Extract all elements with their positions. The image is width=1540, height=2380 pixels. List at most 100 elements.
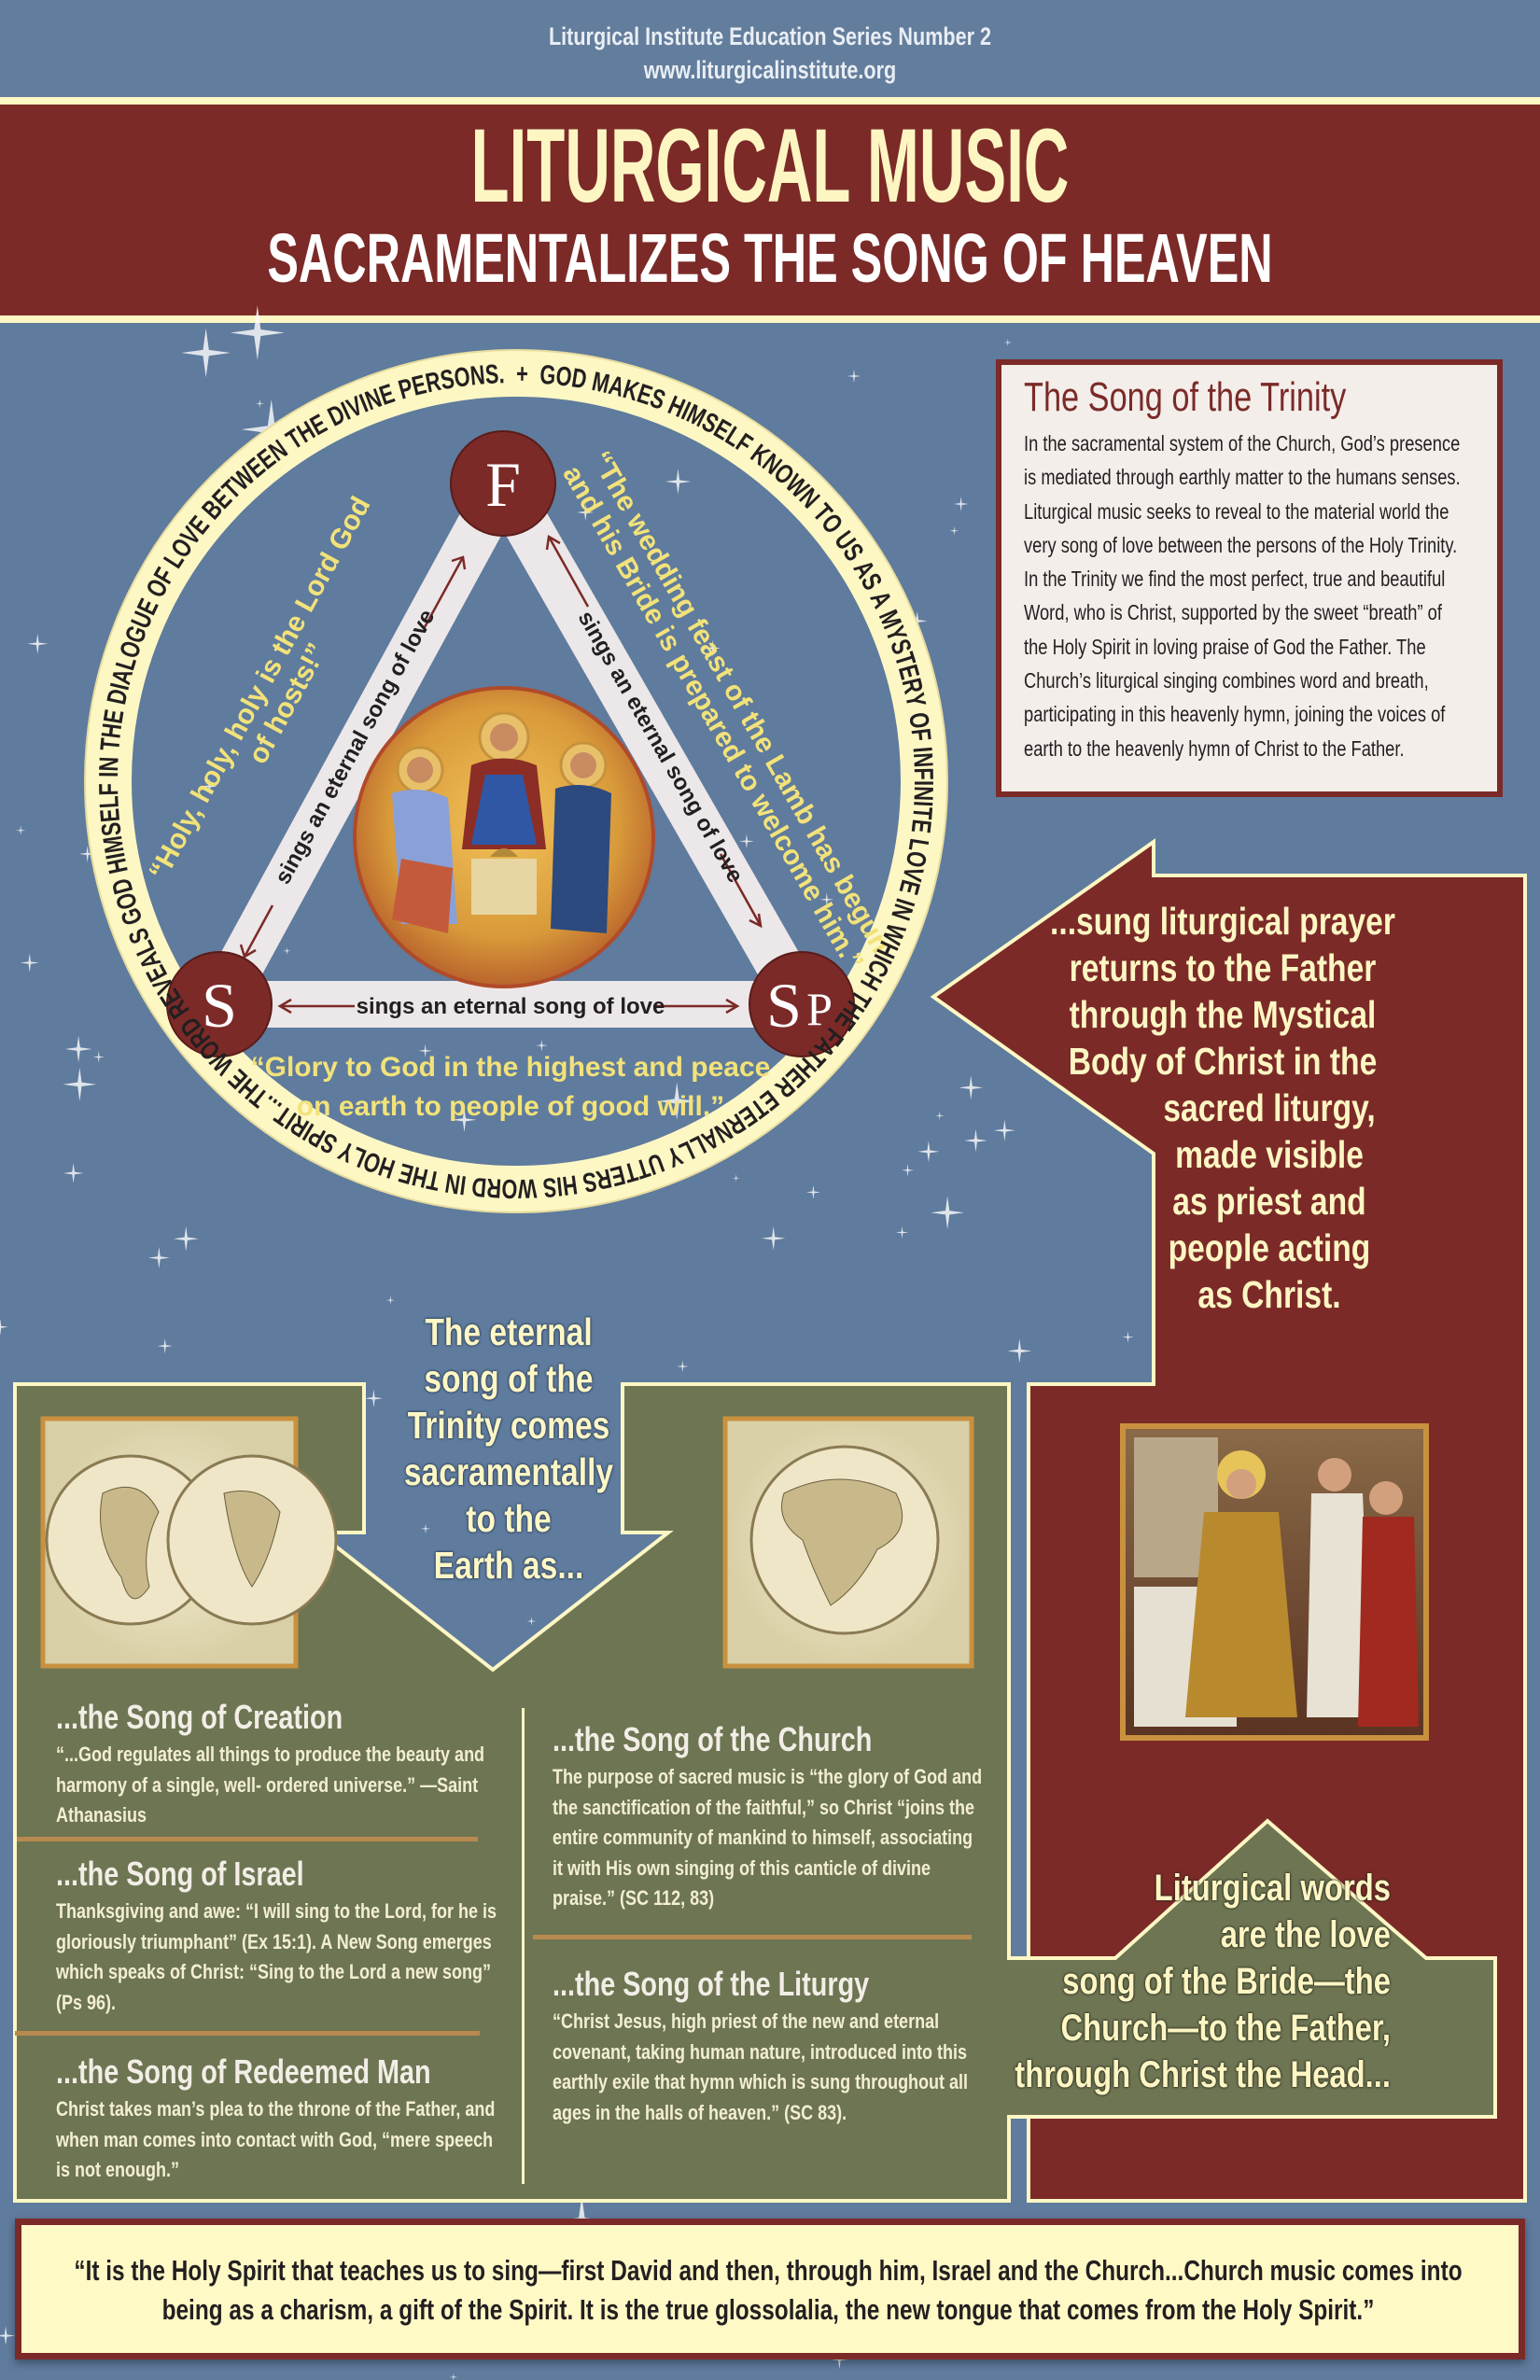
arrow-line: sacramentally bbox=[403, 1450, 614, 1493]
section-divider bbox=[15, 2031, 480, 2036]
ring-glyph: E bbox=[99, 707, 131, 725]
star-icon bbox=[931, 1196, 964, 1230]
star-icon bbox=[364, 1389, 384, 1407]
star-icon bbox=[15, 825, 26, 835]
ring-glyph: N bbox=[94, 756, 124, 772]
ring-glyph: H bbox=[561, 1169, 580, 1200]
ring-glyph: I bbox=[458, 1169, 468, 1199]
ring-glyph: S bbox=[96, 820, 127, 837]
song-title: ...the Song of the Liturgy bbox=[553, 1965, 870, 2003]
song-title: ...the Song of the Church bbox=[553, 1720, 873, 1758]
ring-glyph: I bbox=[908, 780, 938, 786]
ring-glyph: I bbox=[555, 1170, 564, 1200]
song-creation: ...the Song of Creation “...God regulate… bbox=[56, 1697, 504, 1831]
star-icon bbox=[526, 1617, 537, 1626]
ring-glyph: . bbox=[498, 359, 505, 389]
arrow-line: Church—to the Father, bbox=[1060, 2008, 1391, 2049]
star-icon bbox=[157, 1337, 173, 1354]
star-icon bbox=[964, 1128, 987, 1153]
ring-glyph: R bbox=[486, 1172, 502, 1203]
song-body: “Christ Jesus, high priest of the new an… bbox=[553, 2009, 969, 2124]
ring-glyph: E bbox=[95, 807, 126, 823]
ring-glyph: O bbox=[554, 361, 573, 392]
arrow-line: song of the bbox=[424, 1357, 594, 1400]
ring-glyph: O bbox=[501, 1173, 517, 1203]
ring-glyph: R bbox=[896, 676, 928, 697]
star-icon bbox=[452, 1107, 477, 1132]
ring-glyph: S bbox=[542, 1171, 558, 1202]
song-redeemed-man: ...the Song of Redeemed Man Christ takes… bbox=[56, 2051, 504, 2186]
song-title: ...the Song of Redeemed Man bbox=[56, 2052, 431, 2091]
song-body: Christ takes man’s plea to the throne of… bbox=[56, 2097, 496, 2181]
return-prayer-text-a: ...sung liturgical prayer returns to the… bbox=[1046, 898, 1398, 1085]
series-label: Liturgical Institute Education Series Nu… bbox=[548, 22, 992, 50]
star-icon bbox=[732, 1174, 740, 1183]
eternal-song-arrow-text: The eternal song of the Trinity comes sa… bbox=[356, 1309, 662, 1589]
star-icon bbox=[658, 1082, 696, 1121]
star-icon bbox=[1007, 1338, 1032, 1364]
world-map-east bbox=[722, 1416, 974, 1669]
ring-glyph: O bbox=[903, 710, 934, 730]
ring-glyph: F bbox=[905, 727, 936, 743]
quote-glory-line1: “Glory to God in the highest and peace bbox=[251, 1052, 771, 1083]
song-liturgy: ...the Song of the Liturgy “Christ Jesus… bbox=[553, 1964, 986, 2128]
star-icon bbox=[385, 1295, 396, 1306]
ring-glyph bbox=[511, 359, 516, 389]
ring-glyph: F bbox=[94, 783, 124, 796]
arrow-line: through the Mystical bbox=[1069, 993, 1377, 1036]
ring-glyph: H bbox=[410, 1160, 431, 1192]
star-icon bbox=[173, 1225, 199, 1252]
song-title: ...the Song of Israel bbox=[56, 1855, 304, 1893]
song-of-trinity-title: The Song of the Trinity bbox=[1024, 374, 1347, 420]
star-icon bbox=[805, 1184, 821, 1200]
star-icon bbox=[64, 1035, 92, 1063]
ring-glyph: L bbox=[903, 836, 933, 853]
song-of-trinity-body: In the sacramental system of the Church,… bbox=[1024, 431, 1461, 761]
song-israel: ...the Song of Israel Thanksgiving and a… bbox=[56, 1854, 504, 2018]
ring-glyph: O bbox=[900, 848, 931, 870]
ring-glyph: L bbox=[94, 795, 124, 809]
ring-glyph: D bbox=[102, 687, 133, 707]
ring-glyph: R bbox=[594, 1163, 614, 1195]
star-icon bbox=[1003, 338, 1012, 347]
song-title: ...the Song of Creation bbox=[56, 1698, 343, 1736]
cross-icon: + bbox=[516, 359, 528, 389]
star-icon bbox=[819, 892, 834, 907]
arrow-line: sacred liturgy, bbox=[1163, 1086, 1376, 1129]
page-subtitle: SACRAMENTALIZES THE SONG OF HEAVEN bbox=[267, 219, 1273, 297]
ring-glyph: H bbox=[97, 721, 128, 739]
arrow-line: are the love bbox=[1220, 1914, 1391, 1955]
ring-glyph: T bbox=[95, 736, 126, 751]
star-icon bbox=[230, 305, 286, 360]
banner-top-rule bbox=[0, 97, 1540, 105]
arrow-line: returns to the Father bbox=[1069, 946, 1377, 989]
node-label: S bbox=[202, 970, 237, 1041]
footer-quote: “It is the Holy Spirit that teaches us t… bbox=[74, 2255, 1463, 2326]
page-title: LITURGICAL MUSIC bbox=[470, 107, 1070, 224]
arrow-line: to the bbox=[466, 1497, 552, 1540]
song-of-trinity-box: The Song of the Trinity In the sacrament… bbox=[996, 359, 1503, 797]
ring-glyph bbox=[94, 777, 124, 783]
ring-glyph: R bbox=[423, 367, 443, 399]
footer-quote-box: “It is the Holy Spirit that teaches us t… bbox=[15, 2219, 1525, 2359]
arrow-line: as priest and bbox=[1172, 1180, 1366, 1223]
star-icon bbox=[449, 2373, 458, 2380]
star-icon bbox=[0, 1319, 8, 1336]
star-icon bbox=[847, 369, 861, 384]
star-icon bbox=[953, 496, 969, 512]
song-body: The purpose of sacred music is “the glor… bbox=[553, 1765, 983, 1910]
star-icon bbox=[63, 1067, 97, 1101]
trinity-triangle bbox=[196, 460, 825, 1028]
star-icon bbox=[917, 1141, 940, 1163]
arrow-line: The eternal bbox=[425, 1310, 593, 1353]
website-link[interactable]: www.liturgicalinstitute.org bbox=[643, 56, 897, 84]
ring-outline bbox=[84, 349, 948, 1213]
star-icon bbox=[761, 1225, 786, 1251]
quote-glory-line2: on earth to people of good will.” bbox=[297, 1091, 724, 1122]
ring-glyph: Y bbox=[899, 691, 931, 710]
star-icon bbox=[181, 328, 231, 378]
node-label: F bbox=[485, 449, 521, 520]
ring-glyph: S bbox=[439, 364, 457, 396]
star-icon bbox=[78, 845, 96, 862]
section-divider bbox=[17, 1837, 478, 1841]
